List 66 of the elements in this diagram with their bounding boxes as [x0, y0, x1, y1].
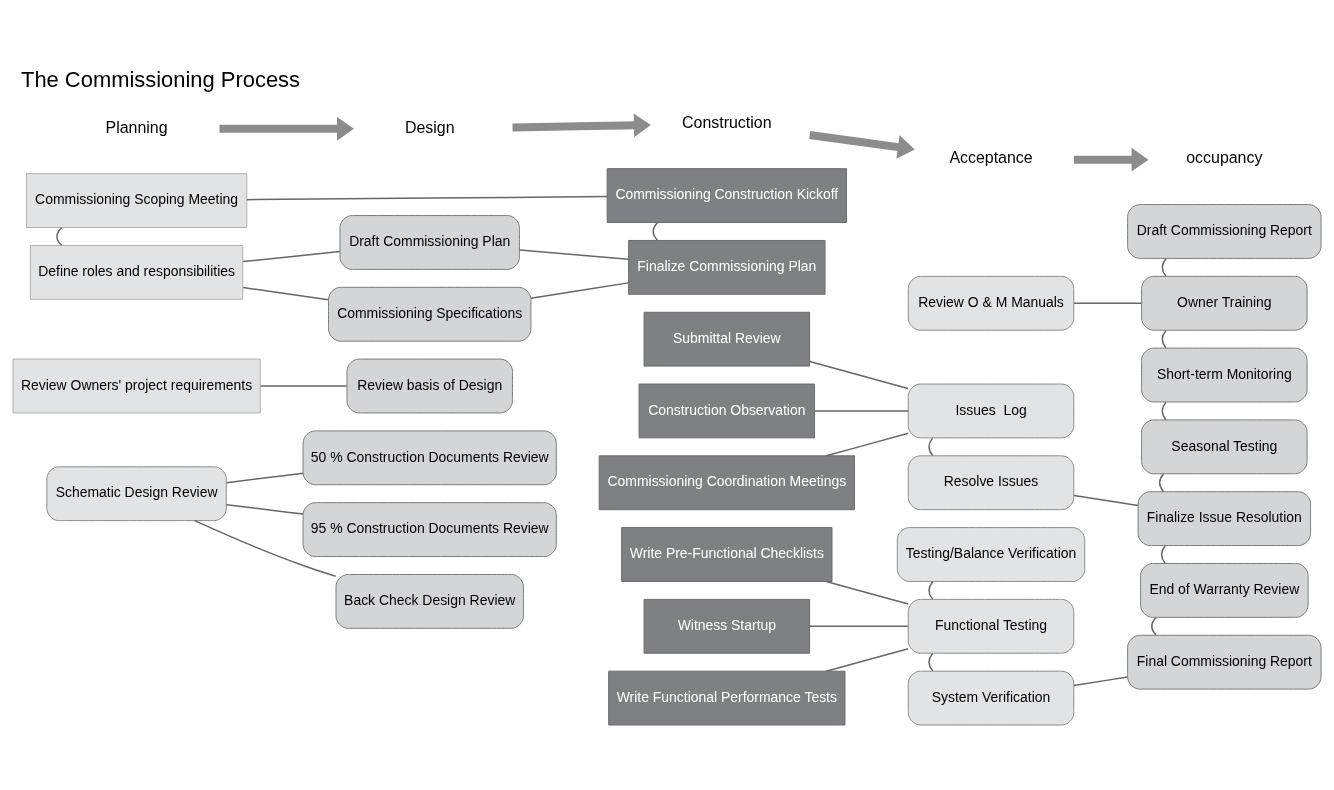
node-box: Draft Commissioning Plan	[339, 215, 520, 270]
node-box: 95 % Construction Documents Review	[302, 502, 557, 557]
node-text: occupancy	[1186, 149, 1263, 167]
node-box: Issues Log	[907, 383, 1075, 439]
connector	[1073, 494, 1139, 507]
connector	[1158, 473, 1165, 493]
node-box: Review basis of Design	[346, 358, 513, 414]
connector	[259, 385, 348, 387]
connector	[825, 432, 909, 457]
node-box: Seasonal Testing	[1141, 419, 1308, 475]
connector	[1151, 616, 1157, 636]
connector	[808, 360, 909, 390]
node-box: Back Check Design Review	[335, 573, 524, 629]
connector	[1073, 676, 1129, 687]
connector	[1073, 302, 1143, 304]
node-box: Commissioning Scoping Meeting	[25, 173, 248, 228]
node-box: Functional Testing	[907, 598, 1075, 654]
node-box: Review O & M Manuals	[907, 275, 1075, 331]
node-box: Write Pre-Functional Checklists	[621, 527, 833, 582]
node-box: Witness Startup	[643, 598, 811, 654]
connector	[1160, 545, 1166, 564]
node-box: Testing/Balance Verification	[896, 527, 1086, 582]
node-box: Commissioning Specifications	[328, 286, 532, 342]
connector	[808, 625, 909, 628]
connector	[518, 249, 630, 260]
node-text: Planning	[105, 118, 168, 136]
connector	[825, 647, 909, 672]
node-box: Owner Training	[1141, 275, 1308, 331]
connector	[242, 250, 341, 263]
node-box: Write Functional Performance Tests	[608, 670, 846, 726]
connector	[814, 410, 909, 412]
connector	[225, 472, 304, 484]
connector	[225, 503, 304, 515]
node-box: Schematic Design Review	[46, 466, 227, 522]
connector	[825, 580, 909, 605]
node-box: Review Owners' project requirements	[12, 358, 261, 414]
connector	[1161, 257, 1167, 277]
node-box: Construction Observation	[638, 383, 816, 439]
node-box: Commissioning Coordination Meetings	[598, 455, 855, 511]
node-box: Short-term Monitoring	[1141, 347, 1308, 403]
node-box: Finalize Issue Resolution	[1137, 491, 1312, 547]
node-box: System Verification	[907, 670, 1075, 726]
node-box: Submittal Review	[643, 311, 811, 367]
node-box: Finalize Commissioning Plan	[628, 239, 826, 295]
node-box: Commissioning Construction Kickoff	[606, 168, 847, 223]
node-box: Draft Commissioning Report	[1127, 204, 1322, 259]
connector	[56, 227, 63, 246]
node-box: 50 % Construction Documents Review	[302, 430, 557, 486]
connector	[530, 282, 630, 300]
node-text: Design	[404, 118, 455, 136]
node-text: Acceptance	[949, 149, 1033, 167]
node-box: Resolve Issues	[907, 455, 1075, 511]
diagram-title: The Commissioning Process	[21, 66, 301, 92]
node-box: End of Warranty Review	[1140, 563, 1309, 618]
node-box: Final Commissioning Report	[1127, 634, 1322, 690]
connector	[246, 195, 608, 201]
connector	[1161, 401, 1167, 421]
connector	[652, 222, 659, 241]
connector	[242, 286, 330, 301]
connector	[193, 519, 337, 578]
connector	[1161, 329, 1167, 349]
node-text: Construction	[682, 113, 772, 131]
connector	[928, 437, 934, 457]
connector	[928, 580, 934, 600]
connector	[928, 652, 934, 672]
node-box: Define roles and responsibilities	[29, 244, 244, 300]
